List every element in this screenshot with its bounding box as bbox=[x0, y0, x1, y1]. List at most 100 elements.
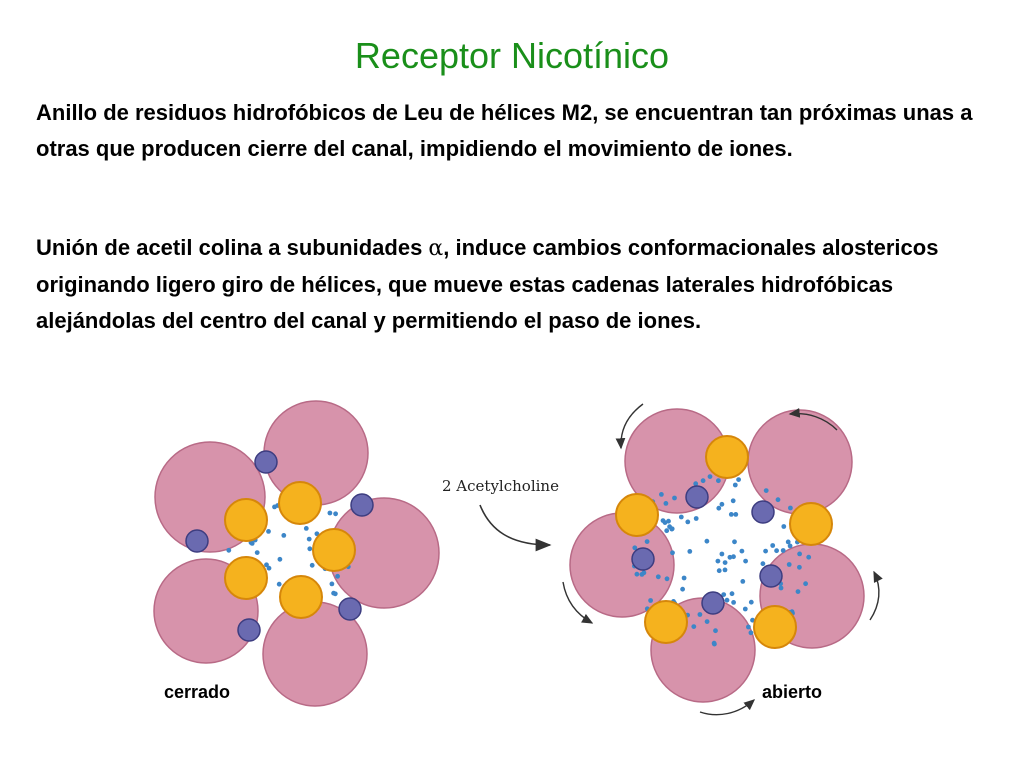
paragraph-acetylcholine-binding-text: Unión de acetil colina a subunidades α, … bbox=[36, 230, 1006, 339]
open-ion-dot bbox=[704, 619, 710, 624]
open-ion-dot bbox=[707, 474, 713, 479]
slide-title: Receptor Nicotínico bbox=[354, 35, 670, 76]
open-ion-dot bbox=[678, 514, 684, 520]
open-ion-dot bbox=[719, 501, 725, 507]
closed-ion-dot bbox=[277, 556, 283, 562]
open-ion-dot bbox=[732, 539, 737, 545]
closed-ion-dot bbox=[332, 591, 338, 597]
rotation-arrow-left bbox=[562, 581, 594, 624]
closed-ion-dot bbox=[226, 547, 232, 553]
closed-receptor bbox=[153, 400, 440, 707]
open-subunit-2 bbox=[747, 409, 853, 515]
open-ion-dot bbox=[740, 579, 746, 584]
open-ion-dot bbox=[719, 551, 725, 557]
closed-helix-3 bbox=[312, 528, 356, 572]
open-ion-dot bbox=[797, 564, 802, 570]
open-ion-dot bbox=[644, 539, 650, 544]
open-small-residue-4 bbox=[759, 564, 783, 588]
open-ion-dot bbox=[785, 539, 791, 545]
open-ion-dot bbox=[713, 628, 718, 634]
open-helix-3 bbox=[789, 502, 833, 546]
open-ion-dot bbox=[704, 538, 710, 544]
open-small-residue-3 bbox=[631, 547, 655, 571]
closed-helix-2 bbox=[224, 498, 268, 542]
open-ion-dot bbox=[742, 606, 748, 612]
closed-small-residue-1 bbox=[254, 450, 278, 474]
rotation-arrow-top-left bbox=[615, 403, 644, 450]
closed-ion-dot bbox=[264, 562, 269, 568]
open-helix-2 bbox=[615, 493, 659, 537]
open-ion-dot bbox=[803, 581, 808, 587]
closed-small-residue-5 bbox=[237, 618, 261, 642]
open-ion-dot bbox=[641, 570, 647, 576]
open-ion-dot bbox=[670, 550, 675, 556]
closed-ion-dot bbox=[307, 546, 313, 552]
closed-helix-1 bbox=[278, 481, 322, 525]
open-ion-dot bbox=[715, 558, 721, 564]
paragraph-closed-channel: Anillo de residuos hidrofóbicos de Leu d… bbox=[36, 95, 1006, 167]
open-ion-dot bbox=[743, 558, 748, 564]
open-ion-dot bbox=[770, 543, 776, 548]
open-ion-dot bbox=[664, 528, 670, 534]
open-ion-dot bbox=[716, 478, 721, 484]
closed-ion-dot bbox=[272, 504, 277, 510]
open-ion-dot bbox=[788, 505, 793, 511]
closed-ion-dot bbox=[266, 529, 271, 534]
closed-ion-dot bbox=[266, 565, 272, 571]
paragraph-closed-channel-text: Anillo de residuos hidrofóbicos de Leu d… bbox=[36, 100, 973, 161]
open-helix-1 bbox=[705, 435, 749, 479]
open-ion-dot bbox=[687, 549, 693, 554]
open-ion-dot bbox=[672, 495, 677, 501]
closed-ion-dot bbox=[303, 526, 309, 531]
open-ion-dot bbox=[664, 576, 670, 582]
open-small-residue-2 bbox=[751, 500, 775, 524]
open-helix-5 bbox=[753, 605, 797, 649]
open-receptor bbox=[562, 403, 883, 716]
open-ion-dot bbox=[760, 561, 766, 567]
open-ion-dot bbox=[693, 516, 699, 521]
open-ion-dot bbox=[700, 478, 706, 484]
open-ion-dot bbox=[716, 568, 722, 574]
open-label: abierto bbox=[762, 682, 823, 702]
open-ion-dot bbox=[739, 548, 745, 554]
open-ion-dot bbox=[691, 624, 697, 629]
open-ion-dot bbox=[663, 501, 669, 506]
open-ion-dot bbox=[660, 518, 666, 523]
closed-ion-dot bbox=[306, 536, 312, 542]
open-ion-dot bbox=[778, 585, 784, 591]
receptor-diagram: 2 Acetylcholine bbox=[153, 400, 883, 716]
open-ion-dot bbox=[733, 512, 739, 517]
open-ion-dot bbox=[721, 592, 727, 597]
open-ion-dot bbox=[730, 498, 736, 504]
open-ion-dot bbox=[727, 554, 733, 560]
closed-helix-5 bbox=[279, 575, 323, 619]
open-ion-dot bbox=[632, 545, 638, 551]
open-ion-dot bbox=[774, 548, 779, 554]
open-ion-dot bbox=[722, 560, 728, 565]
closed-small-residue-4 bbox=[338, 597, 362, 621]
open-ion-dot bbox=[648, 598, 653, 603]
open-ion-dot bbox=[806, 554, 812, 560]
alpha-symbol: α bbox=[428, 236, 444, 261]
open-ion-dot bbox=[797, 551, 802, 557]
open-ion-dot bbox=[634, 571, 640, 577]
open-ion-dot bbox=[763, 488, 769, 493]
open-ion-dot bbox=[746, 624, 751, 630]
open-ion-dot bbox=[763, 548, 768, 554]
open-ion-dot bbox=[736, 477, 741, 482]
closed-ion-dot bbox=[281, 533, 287, 538]
closed-ion-dot bbox=[329, 581, 335, 587]
open-ion-dot bbox=[728, 512, 734, 517]
paragraph-acetylcholine-binding: Unión de acetil colina a subunidades α, … bbox=[36, 230, 1006, 339]
closed-ion-dot bbox=[276, 581, 282, 587]
open-ion-dot bbox=[724, 597, 730, 603]
open-ion-dot bbox=[731, 554, 736, 560]
open-ion-dot bbox=[722, 567, 728, 573]
open-ion-dot bbox=[775, 497, 781, 503]
open-helix-4 bbox=[644, 600, 688, 644]
open-ion-dot bbox=[680, 586, 685, 592]
open-ion-dot bbox=[693, 481, 699, 487]
closed-label: cerrado bbox=[164, 682, 231, 702]
open-ion-dot bbox=[750, 617, 755, 623]
open-ion-dot bbox=[669, 526, 675, 532]
